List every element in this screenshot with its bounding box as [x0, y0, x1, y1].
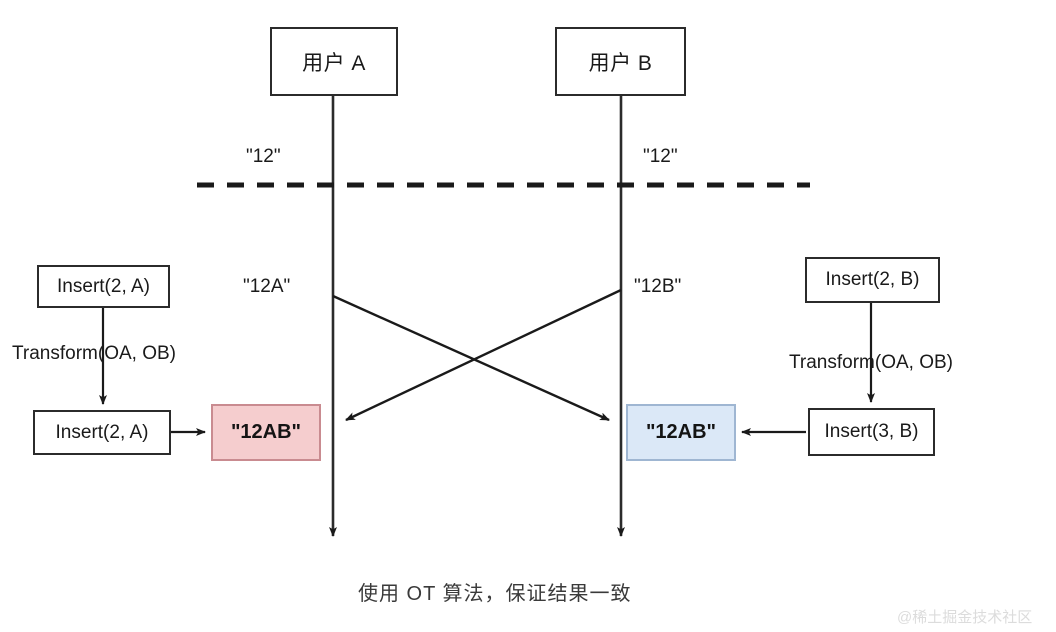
diagram-caption: 使用 OT 算法，保证结果一致 [358, 583, 632, 605]
actor-label-user-a: 用户 A [302, 51, 366, 75]
result-box-right[interactable]: "12AB" [626, 404, 736, 461]
operation-box-right-after[interactable]: Insert(3, B) [808, 408, 935, 456]
transform-label-left: Transform(OA, OB) [12, 343, 176, 364]
operation-label-right-after: Insert(3, B) [824, 421, 919, 442]
transform-label-right: Transform(OA, OB) [789, 352, 953, 373]
actor-box-user-b[interactable]: 用户 B [555, 27, 686, 96]
state-label-right-after-edit: "12B" [634, 276, 682, 297]
state-label-left-after-edit: "12A" [243, 276, 291, 297]
state-label-right-initial: "12" [643, 146, 678, 167]
watermark-text: @稀土掘金技术社区 [897, 609, 1033, 626]
actor-box-user-a[interactable]: 用户 A [270, 27, 398, 96]
operation-box-left-before[interactable]: Insert(2, A) [37, 265, 170, 308]
actor-label-user-b: 用户 B [588, 51, 653, 75]
operation-label-left-before: Insert(2, A) [57, 275, 150, 297]
message-arrow-b-to-a [345, 288, 622, 422]
operation-label-right-before: Insert(2, B) [825, 269, 920, 290]
operation-label-left-after: Insert(2, A) [55, 421, 149, 443]
message-arrow-a-to-b [332, 294, 610, 422]
result-label-left: "12AB" [230, 421, 302, 443]
result-label-right: "12AB" [645, 421, 717, 443]
operation-box-right-before[interactable]: Insert(2, B) [805, 257, 940, 303]
state-label-left-initial: "12" [246, 146, 281, 167]
operation-box-left-after[interactable]: Insert(2, A) [33, 410, 171, 455]
result-box-left[interactable]: "12AB" [211, 404, 321, 461]
